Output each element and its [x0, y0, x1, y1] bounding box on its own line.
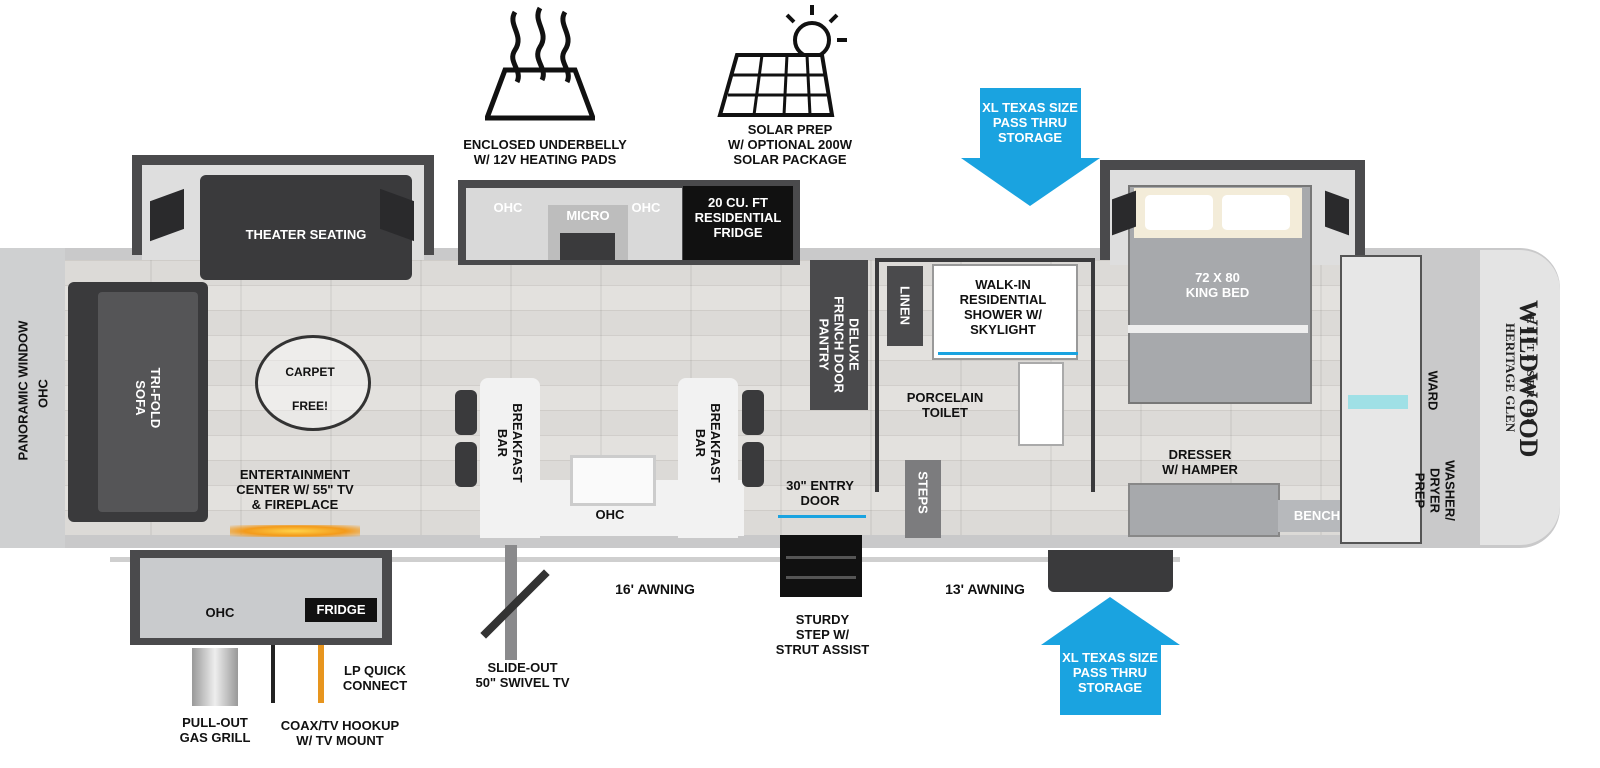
fridge-outdoor-label: FRIDGE — [316, 602, 366, 617]
ohc-outdoor-label: OHC — [205, 605, 235, 620]
entertainment-label: ENTERTAINMENT CENTER W/ 55" TV & FIREPLA… — [236, 467, 354, 512]
slide-tv-label: SLIDE-OUT 50" SWIVEL TV — [475, 660, 570, 690]
micro-label: MICRO — [566, 208, 610, 223]
walk-in-shower — [932, 264, 1078, 360]
bathroom-wall — [875, 258, 1095, 492]
front-cap — [1480, 250, 1560, 545]
tri-fold-sofa-label: TRI-FOLD SOFA — [133, 367, 163, 429]
awning-rail — [110, 557, 1180, 562]
brand-sub: HERITAGE GLEN — [1503, 323, 1518, 433]
entry-step — [780, 535, 862, 597]
breakfast-bar-right-label: BREAKFAST BAR — [693, 403, 723, 483]
fridge-label: 20 CU. FT RESIDENTIAL FRIDGE — [694, 195, 782, 240]
bathroom-sink — [1018, 362, 1064, 446]
linen-label: LINEN — [897, 286, 913, 325]
step-tread — [786, 556, 856, 559]
king-bed-label: 72 X 80 KING BED — [1185, 270, 1250, 300]
coax-cable — [271, 645, 275, 703]
heating-icon — [483, 0, 597, 125]
bar-stool — [455, 442, 477, 487]
steps — [905, 460, 941, 538]
carpet-free-label: CARPET FREE! — [285, 365, 335, 413]
solar-panel-icon — [712, 0, 857, 125]
sink — [570, 455, 656, 506]
storage-arrow-top — [958, 88, 1103, 208]
outdoor-fridge — [305, 598, 377, 622]
awning-13-label: 13' AWNING — [945, 581, 1025, 597]
ward-label: WARD — [1425, 370, 1441, 411]
lp-hose — [318, 645, 324, 703]
pantry-label: DELUXE FRENCH DOOR PANTRY — [816, 296, 862, 393]
bed-sheet-stripe — [1128, 325, 1308, 333]
bench-label: BENCH — [1293, 508, 1341, 523]
brand-series: ELITE SERIES — [1524, 316, 1536, 428]
pillow — [1222, 195, 1290, 230]
solar-label: SOLAR PREP W/ OPTIONAL 200W SOLAR PACKAG… — [728, 122, 852, 167]
awning-16-label: 16' AWNING — [615, 581, 695, 597]
lp-connect-label: LP QUICK CONNECT — [342, 663, 408, 693]
pantry — [810, 260, 868, 410]
entry-door-marker — [778, 515, 866, 518]
bar-stool — [455, 390, 477, 435]
pillow — [1145, 195, 1213, 230]
breakfast-bar-left-label: BREAKFAST BAR — [495, 403, 525, 483]
residential-fridge — [683, 186, 793, 260]
shower-label: WALK-IN RESIDENTIAL SHOWER W/ SKYLIGHT — [959, 277, 1047, 337]
washer-dryer-label: WASHER/ DRYER PREP — [1412, 460, 1458, 521]
toilet-label: PORCELAIN TOILET — [906, 390, 984, 420]
underbelly-label: ENCLOSED UNDERBELLY W/ 12V HEATING PADS — [463, 137, 627, 167]
theater-seating — [200, 175, 412, 280]
ohc-kitchen-2-label: OHC — [631, 200, 661, 215]
carpet-free-icon — [255, 335, 371, 431]
dresser-label: DRESSER W/ HAMPER — [1162, 447, 1238, 477]
panoramic-window-label: PANORAMIC WINDOW — [15, 320, 31, 461]
ohc-island-label: OHC — [595, 507, 625, 522]
stove — [560, 233, 615, 260]
tri-fold-sofa-seat — [98, 292, 198, 512]
coax-label: COAX/TV HOOKUP W/ TV MOUNT — [280, 718, 400, 748]
theater-seating-label: THEATER SEATING — [245, 227, 367, 242]
linen-closet — [887, 266, 923, 346]
gas-grill — [192, 648, 238, 706]
storage-arrow-bottom — [1038, 595, 1183, 715]
step-tread — [786, 576, 856, 579]
gas-grill-label: PULL-OUT GAS GRILL — [179, 715, 251, 745]
ohc-kitchen-1-label: OHC — [493, 200, 523, 215]
entry-door-label: 30" ENTRY DOOR — [786, 478, 854, 508]
bar-stool — [742, 442, 764, 487]
storage-top-label: XL TEXAS SIZE PASS THRU STORAGE — [982, 100, 1078, 145]
storage-door-bottom — [1048, 550, 1173, 592]
dresser — [1128, 483, 1280, 537]
storage-bottom-label: XL TEXAS SIZE PASS THRU STORAGE — [1062, 650, 1158, 695]
sturdy-step-label: STURDY STEP W/ STRUT ASSIST — [775, 612, 870, 657]
wardrobe-door — [1348, 395, 1408, 409]
steps-label: STEPS — [915, 471, 931, 514]
front-wall — [0, 248, 65, 548]
ohc-front-label: OHC — [35, 379, 51, 408]
fireplace-glow — [230, 525, 360, 537]
bar-stool — [742, 390, 764, 435]
shower-skylight — [938, 352, 1078, 355]
